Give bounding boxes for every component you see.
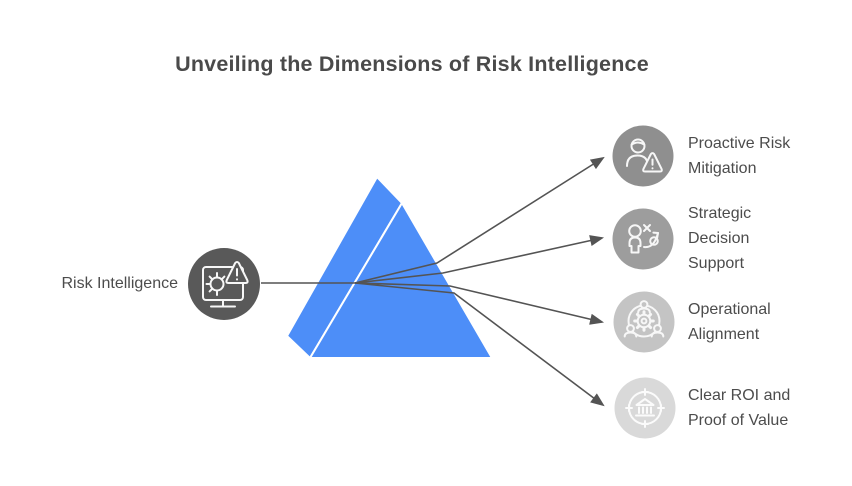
output-label-proactive-risk-mitigation: Proactive Risk Mitigation bbox=[688, 135, 791, 177]
output-label-clear-roi: Clear ROI and Proof of Value bbox=[688, 387, 791, 429]
ray-to-strategic-decision-support bbox=[354, 235, 605, 284]
ray-to-operational-alignment bbox=[354, 282, 605, 325]
rays bbox=[261, 156, 605, 407]
output-node-proactive-risk-mitigation bbox=[612, 125, 674, 187]
person-alert-icon bbox=[626, 138, 663, 173]
bug-monitor-alert-icon bbox=[202, 261, 249, 308]
source-label: Risk Intelligence bbox=[61, 275, 179, 292]
prism-front-face bbox=[309, 202, 493, 359]
ray-to-proactive-risk-mitigation bbox=[354, 156, 605, 284]
output-label-operational-alignment: Operational Alignment bbox=[688, 301, 771, 343]
ray-to-clear-roi bbox=[354, 282, 605, 407]
output-circle-4 bbox=[614, 377, 676, 439]
person-strategy-icon bbox=[628, 224, 659, 254]
prism bbox=[286, 176, 493, 359]
output-node-strategic-decision-support bbox=[612, 208, 674, 270]
team-gear-icon bbox=[623, 300, 665, 338]
output-circle-2 bbox=[612, 208, 674, 270]
page-title: Unveiling the Dimensions of Risk Intelli… bbox=[175, 52, 649, 76]
output-label-strategic-decision-support: Strategic Decision Support bbox=[688, 205, 752, 272]
bank-target-icon bbox=[625, 388, 665, 428]
source-node bbox=[188, 248, 260, 320]
output-node-operational-alignment bbox=[613, 291, 675, 353]
output-node-clear-roi bbox=[614, 377, 676, 439]
